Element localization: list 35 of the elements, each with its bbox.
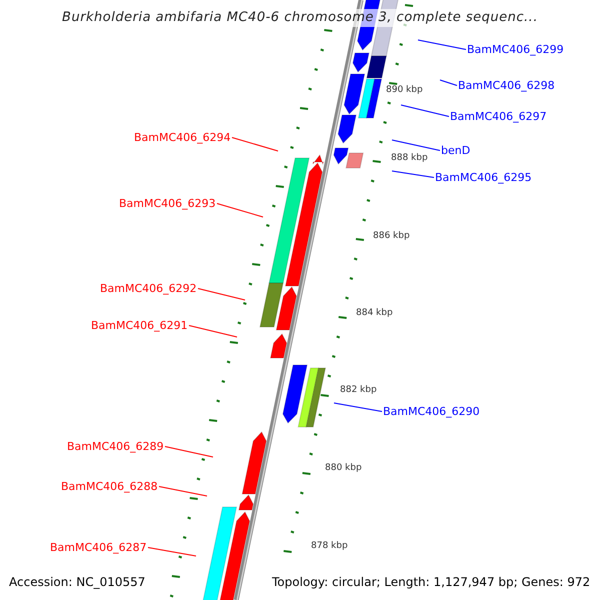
leader-line bbox=[392, 170, 434, 178]
leader-line bbox=[440, 80, 458, 86]
gene-label: BamMC406_6292 bbox=[100, 282, 197, 295]
scale-label: 880 kbp bbox=[325, 462, 362, 474]
leader-line bbox=[418, 40, 466, 50]
leader-line bbox=[334, 402, 382, 412]
gene-label: BamMC406_6287 bbox=[50, 541, 147, 554]
gene-label: BamMC406_6299 bbox=[467, 43, 564, 56]
gene-label: BamMC406_6291 bbox=[91, 319, 188, 332]
gene-label: BamMC406_6298 bbox=[458, 79, 555, 92]
scale-label: 886 kbp bbox=[373, 230, 410, 242]
leader-line bbox=[164, 446, 214, 458]
gene-label: BamMC406_6290 bbox=[383, 405, 480, 418]
leader-line bbox=[198, 288, 246, 300]
scale-label: 888 kbp bbox=[391, 152, 428, 164]
leader-line bbox=[188, 325, 238, 338]
leader-line bbox=[158, 486, 208, 496]
leader-line bbox=[400, 104, 450, 117]
leader-line bbox=[148, 547, 196, 556]
footer-text: Accession: NC_010557 bbox=[9, 575, 146, 590]
gene-label: benD bbox=[441, 144, 470, 157]
scale-label: 882 kbp bbox=[340, 384, 377, 396]
scale-label: 884 kbp bbox=[356, 307, 393, 319]
footer-text: Topology: circular; Length: 1,127,947 bp; Genes: 972 bbox=[272, 575, 590, 590]
gene-label: BamMC406_6289 bbox=[67, 440, 164, 453]
gene-label: BamMC406_6295 bbox=[435, 171, 532, 184]
gene-label: BamMC406_6297 bbox=[450, 110, 547, 123]
leader-line bbox=[392, 140, 440, 151]
scale-label: 878 kbp bbox=[311, 540, 348, 552]
leader-line bbox=[232, 137, 278, 152]
leader-line bbox=[216, 203, 264, 218]
gene-label: BamMC406_6288 bbox=[61, 480, 158, 493]
scale-label: 890 kbp bbox=[386, 84, 423, 96]
gene-label: BamMC406_6294 bbox=[134, 131, 231, 144]
gene-label: BamMC406_6293 bbox=[119, 197, 216, 210]
